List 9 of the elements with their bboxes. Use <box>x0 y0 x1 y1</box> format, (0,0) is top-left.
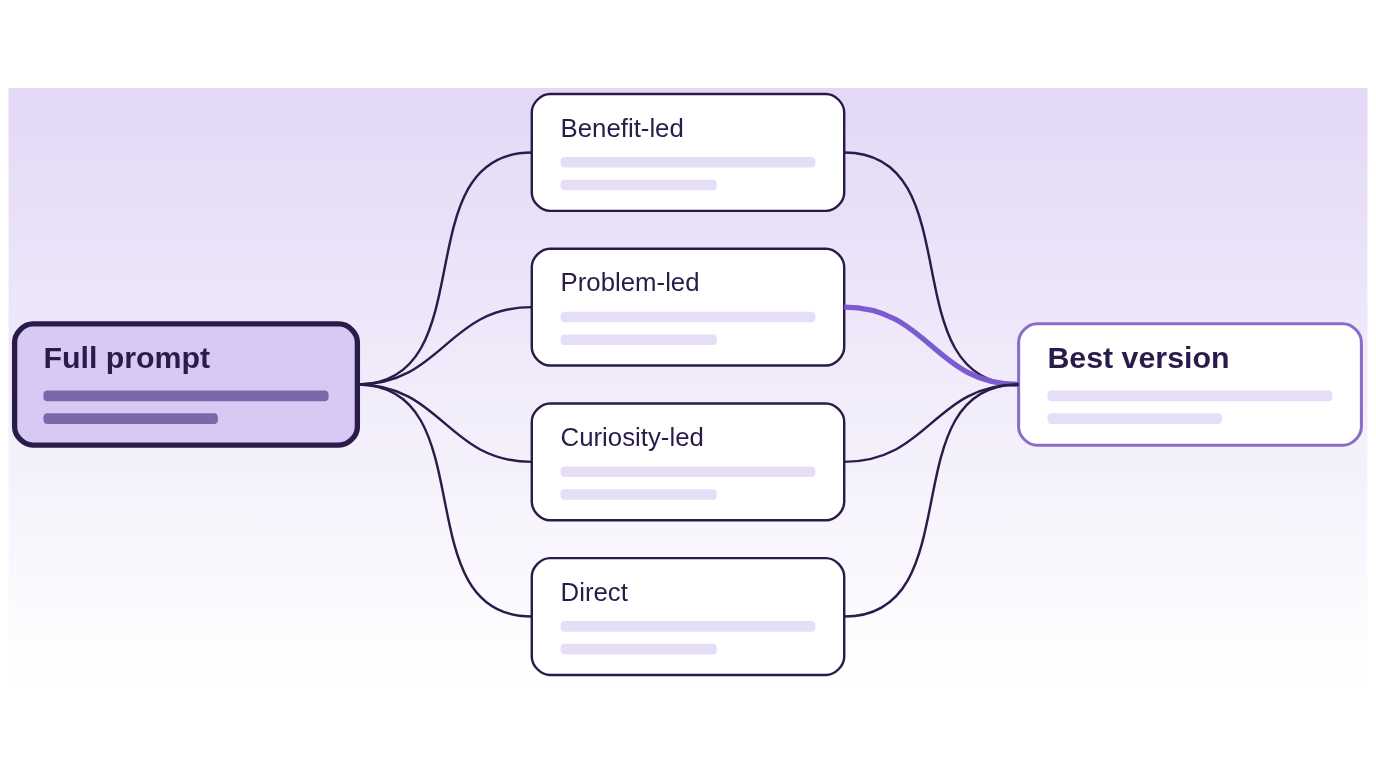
node-box: Benefit-led <box>530 92 846 212</box>
connector <box>844 382 1019 618</box>
node-box: Curiosity-led <box>530 401 846 521</box>
node-box: Full prompt <box>11 320 361 448</box>
node-box: Best version <box>1017 321 1363 447</box>
connector <box>844 304 1019 387</box>
node-box: Problem-led <box>530 247 846 367</box>
node-box: Direct <box>530 556 846 676</box>
connector <box>844 150 1019 386</box>
